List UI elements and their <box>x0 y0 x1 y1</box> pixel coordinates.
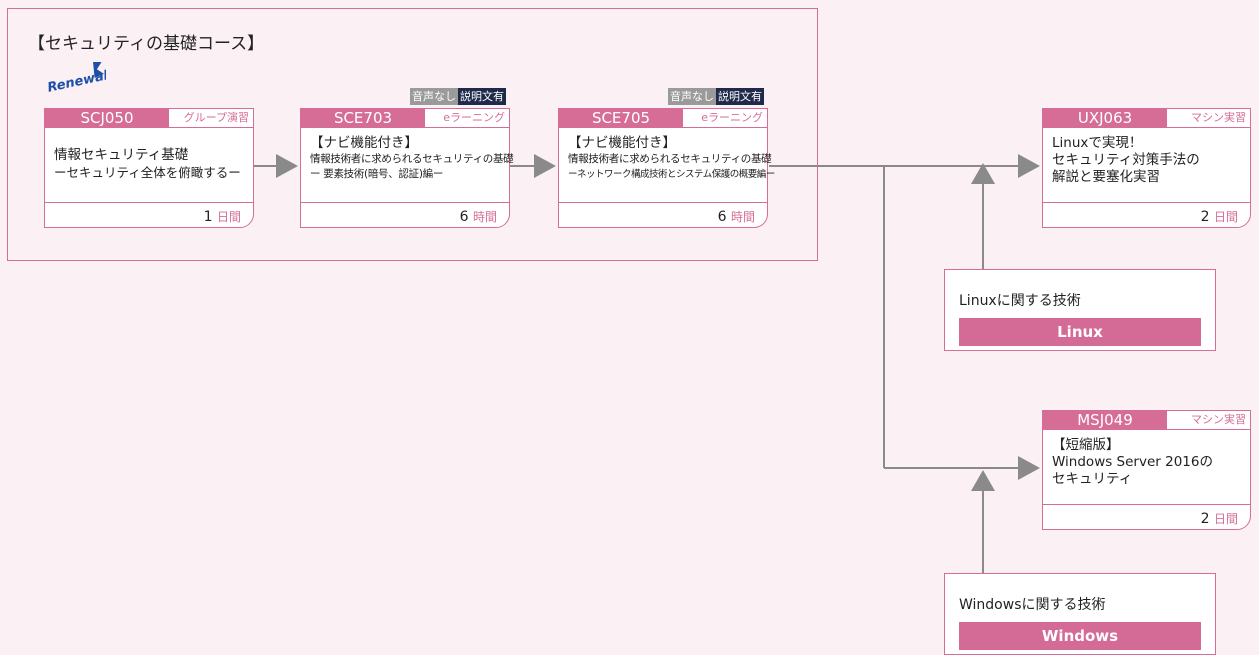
course-card-msj049[interactable]: MSJ049 マシン実習 【短縮版】 Windows Server 2016の … <box>1042 410 1251 530</box>
course-code: SCJ050 <box>45 109 169 128</box>
has-text-badge: 説明文有 <box>716 88 764 105</box>
course-subtitle: ーセキュリティ全体を俯瞰するー <box>54 165 241 180</box>
course-title: 情報セキュリティ基礎 <box>54 147 189 163</box>
has-text-badge: 説明文有 <box>458 88 506 105</box>
course-subtitle: 情報技術者に求められるセキュリティの基礎 <box>310 153 514 165</box>
renewal-badge: Renewal <box>46 62 106 92</box>
no-audio-badge: 音声なし <box>668 88 716 105</box>
course-duration: 6 時間 <box>459 209 497 225</box>
course-badges: 音声なし説明文有 <box>668 88 764 105</box>
course-title: Windows Server 2016の <box>1052 454 1213 470</box>
course-subtitle: 情報技術者に求められるセキュリティの基礎 <box>568 153 772 165</box>
course-card-scj050[interactable]: SCJ050 グループ演習 情報セキュリティ基礎 ーセキュリティ全体を俯瞰するー… <box>44 108 254 228</box>
course-type: マシン実習 <box>1167 109 1250 128</box>
course-code: MSJ049 <box>1043 411 1167 430</box>
course-type: eラーニング <box>425 109 509 128</box>
course-duration: 2 日間 <box>1200 209 1238 225</box>
course-type: eラーニング <box>683 109 767 128</box>
course-title: セキュリティ対策手法の <box>1052 152 1200 168</box>
no-audio-badge: 音声なし <box>410 88 458 105</box>
course-type: マシン実習 <box>1167 411 1250 430</box>
course-card-uxj063[interactable]: UXJ063 マシン実習 Linuxで実現！ セキュリティ対策手法の 解説と要塞… <box>1042 108 1251 228</box>
course-duration: 1 日間 <box>203 209 241 225</box>
course-title: 【短縮版】 <box>1052 437 1120 453</box>
course-badges: 音声なし説明文有 <box>410 88 506 105</box>
course-title: Linuxで実現！ <box>1052 135 1143 151</box>
course-title: セキュリティ <box>1052 471 1133 487</box>
course-title: 【ナビ機能付き】 <box>568 135 676 151</box>
tech-label: Windowsに関する技術 <box>959 597 1106 613</box>
tech-label: Linuxに関する技術 <box>959 293 1081 309</box>
course-duration: 6 時間 <box>717 209 755 225</box>
course-code: SCE703 <box>301 109 425 128</box>
course-title: 【ナビ機能付き】 <box>310 135 418 151</box>
tech-tag[interactable]: Windows <box>959 622 1201 650</box>
course-code: UXJ063 <box>1043 109 1167 128</box>
course-type: グループ演習 <box>169 109 253 128</box>
course-duration: 2 日間 <box>1200 511 1238 527</box>
course-card-sce705[interactable]: SCE705 eラーニング 【ナビ機能付き】 情報技術者に求められるセキュリティ… <box>558 108 775 228</box>
course-subtitle: ーネットワーク構成技術とシステム保護の概要編ー <box>568 169 775 180</box>
course-subtitle: ー 要素技術(暗号、認証)編ー <box>310 168 444 180</box>
course-code: SCE705 <box>559 109 683 128</box>
tech-box-windows: Windowsに関する技術 Windows <box>944 573 1216 655</box>
course-card-sce703[interactable]: SCE703 eラーニング 【ナビ機能付き】 情報技術者に求められるセキュリティ… <box>300 108 514 228</box>
group-title: 【セキュリティの基礎コース】 <box>28 34 265 54</box>
course-title: 解説と要塞化実習 <box>1052 169 1160 185</box>
tech-tag[interactable]: Linux <box>959 318 1201 346</box>
tech-box-linux: Linuxに関する技術 Linux <box>944 269 1216 351</box>
